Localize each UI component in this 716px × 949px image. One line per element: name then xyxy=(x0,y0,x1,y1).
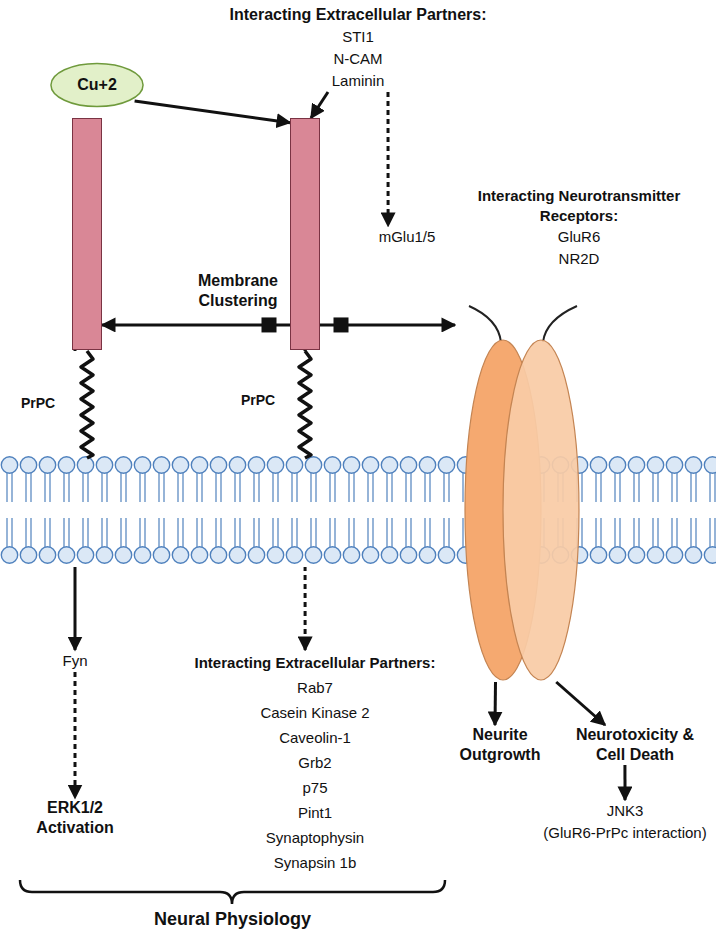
node-text: NR2D xyxy=(450,248,708,270)
node-text: Rab7 xyxy=(165,675,465,700)
junction-square xyxy=(334,317,349,332)
arrow-connector xyxy=(494,682,498,725)
text-node: JNK3(GluR6-PrPc interaction) xyxy=(535,800,715,844)
heading-text: Interacting Extracellular Partners: xyxy=(165,650,465,675)
prion-protein-bar: PrPC xyxy=(72,118,102,350)
node-text: mGlu1/5 xyxy=(372,226,442,248)
node-text: JNK3 xyxy=(535,800,715,822)
node-text: Pint1 xyxy=(165,800,465,825)
gpi-anchor xyxy=(81,351,93,458)
node-text: Neurotoxicity & Cell Death xyxy=(560,725,710,765)
text-node: Neurotoxicity & Cell Death xyxy=(560,725,710,765)
receptor-channel: Interacting Neurotransmitter Receptors:G… xyxy=(455,300,590,682)
group-label: Neural Physiology xyxy=(100,908,365,930)
node-text: p75 xyxy=(165,775,465,800)
arrow-connector xyxy=(135,101,290,123)
node-text: Casein Kinase 2 xyxy=(165,700,465,725)
node-text: Fyn xyxy=(45,650,105,672)
node-text: Neurite Outgrowth xyxy=(450,725,550,765)
heading-text: Interacting Extracellular Partners: xyxy=(208,4,508,26)
node-text: ERK1/2 Activation xyxy=(20,798,130,838)
gpi-anchor xyxy=(299,351,311,458)
text-node: mGlu1/5 xyxy=(372,226,442,248)
dotted-arrow xyxy=(74,672,77,798)
text-node: Interacting Extracellular Partners:STI1N… xyxy=(208,4,508,92)
arrow-connector xyxy=(623,765,626,800)
node-text: Synaptophysin xyxy=(165,825,465,850)
text-node: Interacting Extracellular Partners:Rab7C… xyxy=(165,650,465,875)
heading-text: Interacting Neurotransmitter Receptors: xyxy=(450,186,708,226)
text-node: Fyn xyxy=(45,650,105,672)
node-text: STI1 xyxy=(208,26,508,48)
arrow-connector xyxy=(311,92,328,118)
node-text: (GluR6-PrPc interaction) xyxy=(535,822,715,844)
node-text: Cu+2 xyxy=(77,74,117,96)
junction-square xyxy=(262,317,277,332)
node-text: N-CAM xyxy=(208,48,508,70)
receptor-heading: Interacting Neurotransmitter Receptors:G… xyxy=(450,186,708,270)
node-text: PrPC xyxy=(241,391,275,409)
protein-label: PrPC xyxy=(21,394,55,412)
arrow-connector xyxy=(556,682,605,725)
node-text: Grb2 xyxy=(165,750,465,775)
text-node: ERK1/2 Activation xyxy=(20,798,130,838)
text-node: Neurite Outgrowth xyxy=(450,725,550,765)
node-text: Synapsin 1b xyxy=(165,850,465,875)
ion-ellipse: Cu+2 xyxy=(50,62,144,108)
receptor-symbol xyxy=(455,300,590,682)
prion-protein-bar: PrPC xyxy=(290,118,320,350)
dotted-arrow xyxy=(387,92,390,226)
node-text: Laminin xyxy=(208,70,508,92)
node-text: Caveolin-1 xyxy=(165,725,465,750)
group-bracket xyxy=(20,880,445,904)
protein-label: PrPC xyxy=(241,391,275,409)
node-text: PrPC xyxy=(21,394,55,412)
edge-label: Membrane Clustering xyxy=(191,271,285,311)
node-text: GluR6 xyxy=(450,226,708,248)
